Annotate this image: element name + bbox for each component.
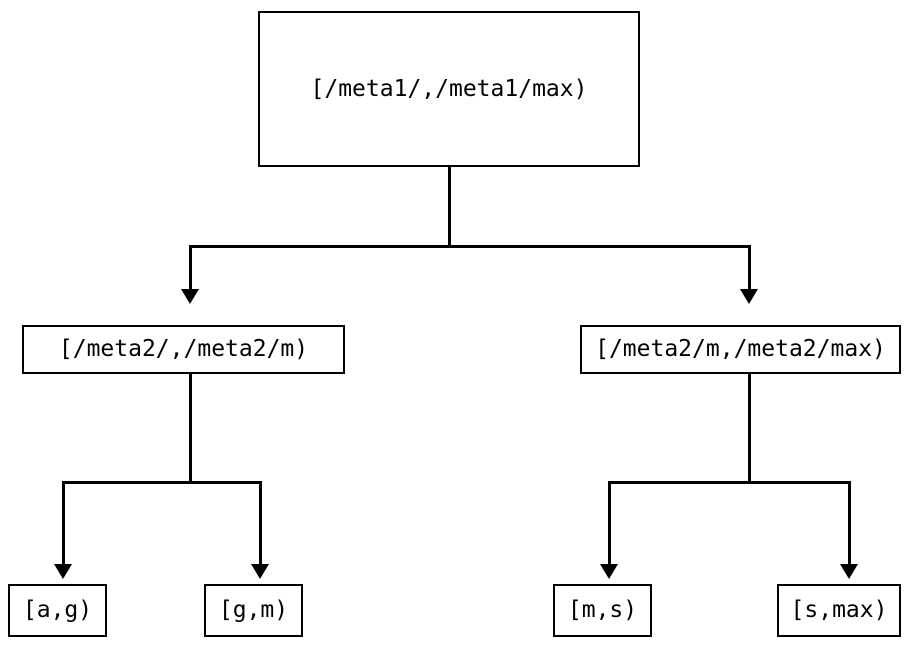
arrowhead-icon-to-leaf-ms xyxy=(600,564,618,579)
tree-node-leaf-smax-label: [s,max) xyxy=(790,597,888,623)
edge-mid-right-to-leaf-ms-drop xyxy=(608,481,611,565)
tree-node-leaf-ag-label: [a,g) xyxy=(22,597,93,623)
tree-node-leaf-ag[interactable]: [a,g) xyxy=(8,584,107,637)
edge-mid-right-to-leaf-smax-drop xyxy=(848,481,851,565)
edge-mid-right-trunk xyxy=(748,374,751,484)
edge-root-horizontal-bar xyxy=(189,245,751,248)
arrowhead-icon-to-mid-right xyxy=(740,289,758,304)
tree-node-leaf-gm[interactable]: [g,m) xyxy=(204,584,303,637)
tree-node-mid-right[interactable]: [/meta2/m,/meta2/max) xyxy=(580,325,901,374)
edge-mid-left-trunk xyxy=(189,374,192,484)
tree-node-root[interactable]: [/meta1/,/meta1/max) xyxy=(258,11,640,167)
arrowhead-icon-to-leaf-ag xyxy=(54,564,72,579)
tree-node-mid-left[interactable]: [/meta2/,/meta2/m) xyxy=(22,325,345,374)
tree-node-leaf-smax[interactable]: [s,max) xyxy=(777,584,901,637)
edge-root-to-mid-right-drop xyxy=(748,245,751,290)
edge-mid-right-horizontal-bar xyxy=(608,481,851,484)
edge-root-to-mid-left-drop xyxy=(189,245,192,290)
tree-node-leaf-ms[interactable]: [m,s) xyxy=(553,584,652,637)
edge-mid-left-to-leaf-ag-drop xyxy=(62,481,65,565)
tree-node-mid-left-label: [/meta2/,/meta2/m) xyxy=(58,336,309,362)
arrowhead-icon-to-leaf-smax xyxy=(840,564,858,579)
tree-node-leaf-ms-label: [m,s) xyxy=(567,597,638,623)
edge-mid-left-horizontal-bar xyxy=(62,481,262,484)
arrowhead-icon-to-leaf-gm xyxy=(251,564,269,579)
edge-root-trunk xyxy=(448,167,451,248)
arrowhead-icon-to-mid-left xyxy=(181,289,199,304)
tree-node-root-label: [/meta1/,/meta1/max) xyxy=(310,75,588,102)
tree-node-mid-right-label: [/meta2/m,/meta2/max) xyxy=(595,336,886,362)
tree-node-leaf-gm-label: [g,m) xyxy=(218,597,289,623)
edge-mid-left-to-leaf-gm-drop xyxy=(259,481,262,565)
